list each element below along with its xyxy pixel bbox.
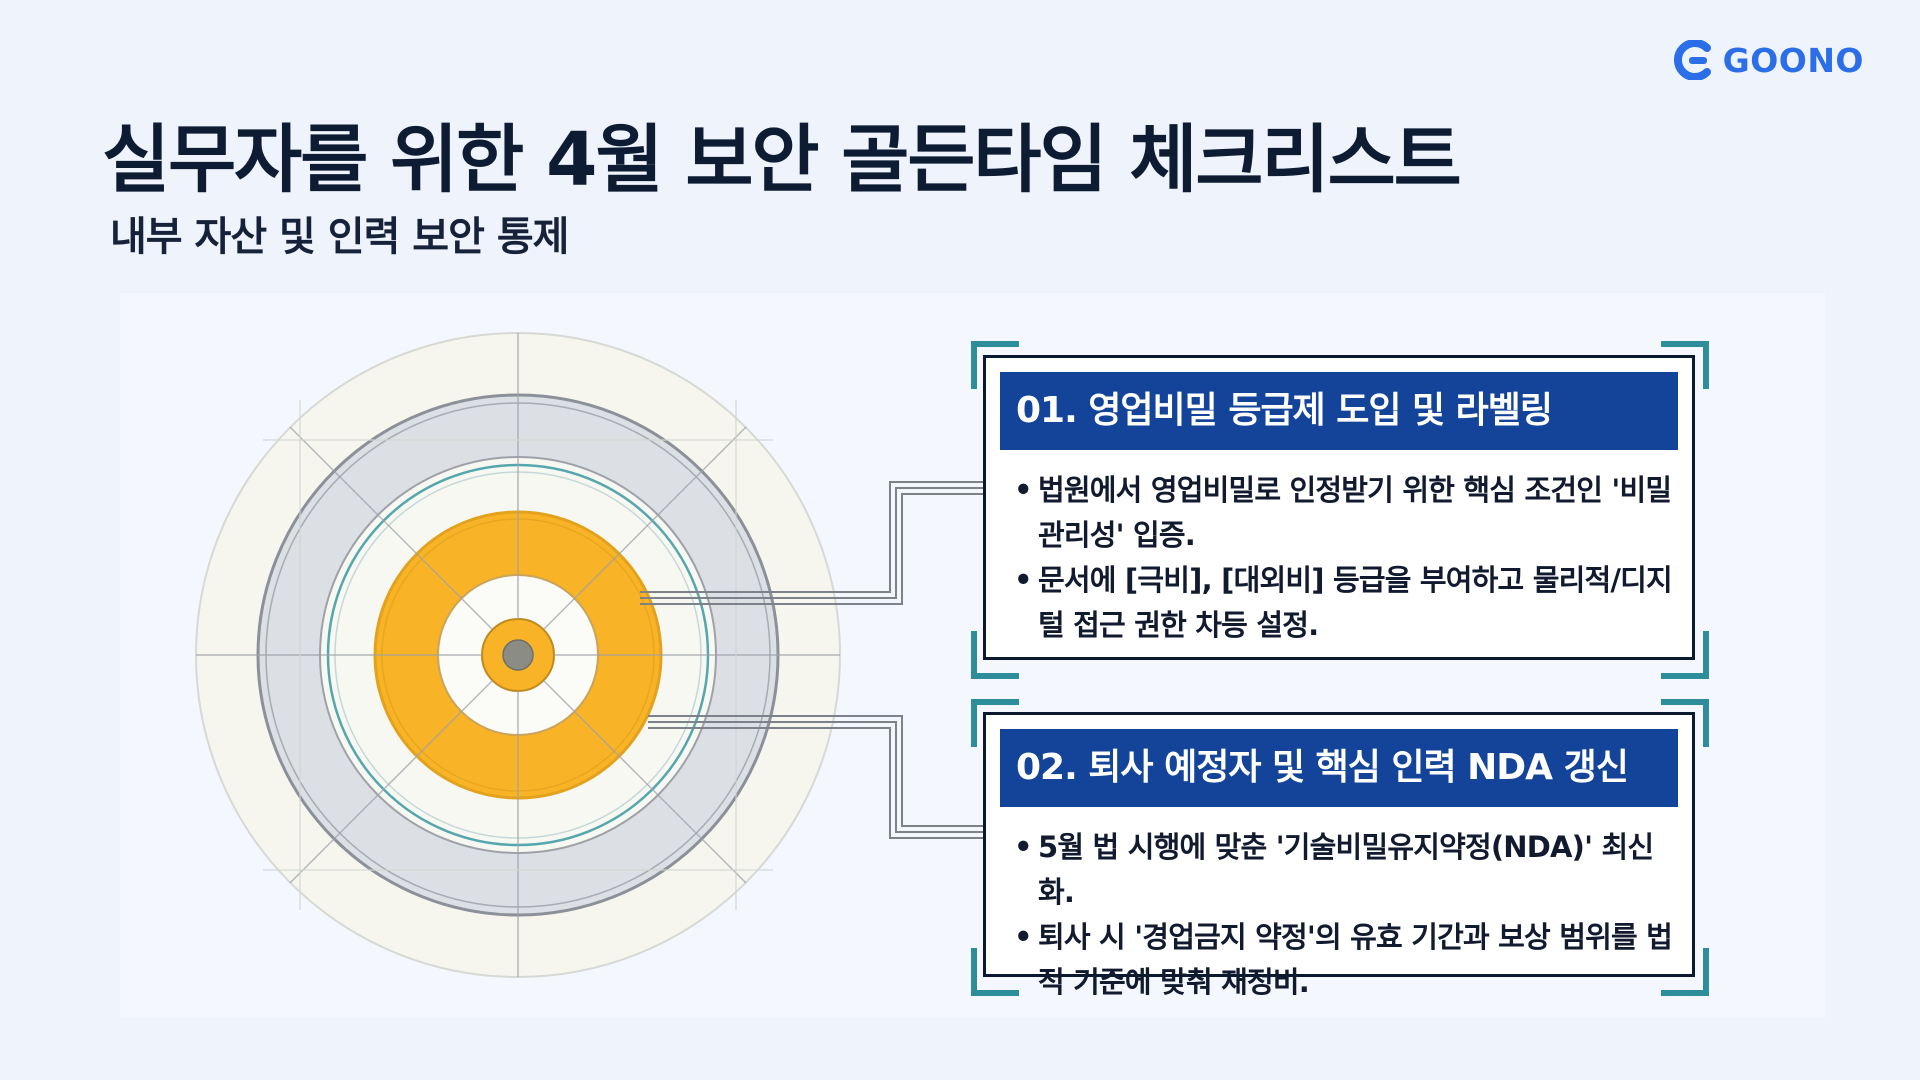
page-subtitle: 내부 자산 및 인력 보안 통제 xyxy=(110,214,569,260)
card-1-bullet-1: 법원에서 영업비밀로 인정받기 위한 핵심 조건인 '비밀 관리성' 입증. xyxy=(1014,468,1672,558)
card-1-bracket-bottom-right xyxy=(1661,631,1709,679)
card-2-bracket-bottom-right xyxy=(1661,948,1709,996)
page-title: 실무자를 위한 4월 보안 골든타임 체크리스트 xyxy=(102,117,1462,203)
card-2-bracket-top-right xyxy=(1661,699,1709,747)
card-2-bracket-top-left xyxy=(971,699,1019,747)
card-1-bracket-top-right xyxy=(1661,341,1709,389)
card-2-bullets: 5월 법 시행에 맞춘 '기술비밀유지약정(NDA)' 최신화. 퇴사 시 '경… xyxy=(986,825,1692,1005)
card-1-bracket-bottom-left xyxy=(971,631,1019,679)
card-1-bullets: 법원에서 영업비밀로 인정받기 위한 핵심 조건인 '비밀 관리성' 입증. 문… xyxy=(986,468,1692,648)
bullseye-dot xyxy=(502,639,534,671)
radial-grid xyxy=(196,333,840,977)
checklist-card-1: 01. 영업비밀 등급제 도입 및 라벨링 법원에서 영업비밀로 인정받기 위한… xyxy=(983,355,1695,660)
brand-logo: GOONO xyxy=(1673,40,1864,80)
card-2-heading: 02. 퇴사 예정자 및 핵심 인력 NDA 갱신 xyxy=(1000,729,1678,807)
goono-logo-icon xyxy=(1673,40,1711,80)
brand-name: GOONO xyxy=(1722,40,1864,80)
connector-card-2 xyxy=(648,715,983,839)
card-1-bracket-top-left xyxy=(971,341,1019,389)
connector-card-1 xyxy=(640,481,983,605)
card-2-bullet-1: 5월 법 시행에 맞춘 '기술비밀유지약정(NDA)' 최신화. xyxy=(1014,825,1672,915)
card-1-heading: 01. 영업비밀 등급제 도입 및 라벨링 xyxy=(1000,372,1678,450)
card-2-bracket-bottom-left xyxy=(971,948,1019,996)
checklist-card-2: 02. 퇴사 예정자 및 핵심 인력 NDA 갱신 5월 법 시행에 맞춘 '기… xyxy=(983,712,1695,999)
card-2-bullet-2: 퇴사 시 '경업금지 약정'의 유효 기간과 보상 범위를 법적 기준에 맞춰 … xyxy=(1014,915,1673,1005)
card-1-bullet-2: 문서에 [극비], [대외비] 등급을 부여하고 물리적/디지털 접근 권한 차… xyxy=(1014,558,1673,648)
